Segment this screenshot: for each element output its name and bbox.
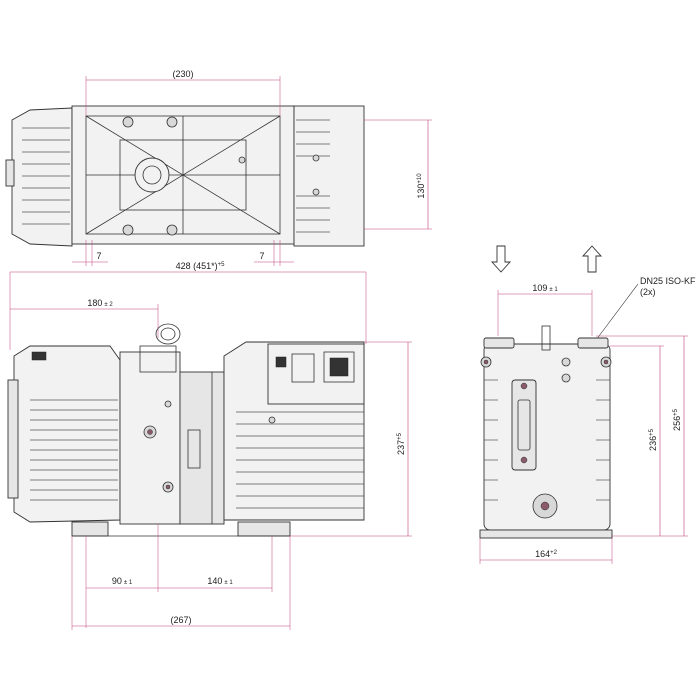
top-view-fins xyxy=(22,127,70,225)
side-view-end-cap xyxy=(7,379,19,499)
end-view-base xyxy=(479,529,613,539)
top-view-dimensions: (230) 130+10 7 7 xyxy=(72,69,432,266)
arrow-up-icon xyxy=(581,245,603,273)
side-view-foot-right xyxy=(237,521,291,537)
end-view-flange-inlet xyxy=(483,337,515,349)
top-view-bolt xyxy=(312,188,320,196)
dim-end-height-outer: 256+5 xyxy=(672,408,682,431)
side-view-switch-box xyxy=(267,343,365,405)
end-view-lifting-eye xyxy=(541,325,551,351)
flange-note-line2: (2x) xyxy=(640,287,656,297)
side-view-fins xyxy=(30,399,118,501)
dim-end-height-inner: 236+5 xyxy=(648,428,658,451)
end-view-fins xyxy=(484,379,610,501)
end-view-bolt xyxy=(561,357,571,367)
side-view-oil-plug xyxy=(31,351,47,361)
power-socket-icon xyxy=(329,357,349,377)
top-view-bolt xyxy=(166,224,178,236)
side-view-pump-housing xyxy=(13,345,121,523)
end-view-sight-glass xyxy=(511,379,537,471)
end-view-flange-outlet xyxy=(577,337,609,349)
top-view-finned-body xyxy=(11,107,73,247)
top-view-ribs xyxy=(85,115,281,235)
side-view-coupling xyxy=(179,371,225,525)
top-view-center-boss xyxy=(134,157,170,193)
side-view-power-socket xyxy=(323,351,355,383)
dim-foot-span: (267) xyxy=(170,615,191,625)
dim-end-width: 164+2 xyxy=(535,549,558,559)
top-view-bolt xyxy=(312,154,320,162)
dim-foot-left: 90± 1 xyxy=(112,576,133,586)
side-view-motor-fins xyxy=(236,411,364,509)
top-view-bolt xyxy=(122,224,134,236)
end-view-bolt xyxy=(561,373,571,383)
top-view-motor xyxy=(293,105,365,247)
flange-note-line1: DN25 ISO-KF xyxy=(640,276,696,286)
end-view: DN25 ISO-KF (2x) 109± 1 xyxy=(479,245,696,564)
side-view-label-plate xyxy=(291,353,315,383)
dim-top-offset-left: 7 xyxy=(96,251,101,261)
dim-flange-spacing: 109± 1 xyxy=(532,283,558,293)
side-view: 428 (451*)+5 180± 2 xyxy=(7,261,412,630)
arrow-down-icon xyxy=(490,245,512,273)
dim-inlet-position: 180± 2 xyxy=(87,298,113,308)
top-view-end-cap xyxy=(5,159,15,187)
power-switch-icon xyxy=(275,356,287,368)
top-view-bolt xyxy=(238,156,246,164)
dim-top-offset-right: 7 xyxy=(259,251,264,261)
side-view-coupling-window xyxy=(187,429,201,469)
dim-foot-right: 140± 1 xyxy=(207,576,233,586)
side-view-foot-left xyxy=(71,521,109,537)
top-view-bolt xyxy=(122,116,134,128)
top-view-bolt xyxy=(166,116,178,128)
side-view-lifting-eye xyxy=(155,323,181,345)
dim-top-height: 130+10 xyxy=(416,173,426,199)
dim-overall-length: 428 (451*)+5 xyxy=(176,261,226,271)
dim-side-height: 237+5 xyxy=(396,432,406,455)
top-view: (230) 130+10 7 7 xyxy=(5,69,432,266)
flange-note-leader xyxy=(595,283,639,341)
side-view-inlet-flange xyxy=(139,345,177,373)
dim-top-width: (230) xyxy=(172,69,193,79)
top-view-motor-fins xyxy=(296,119,330,233)
